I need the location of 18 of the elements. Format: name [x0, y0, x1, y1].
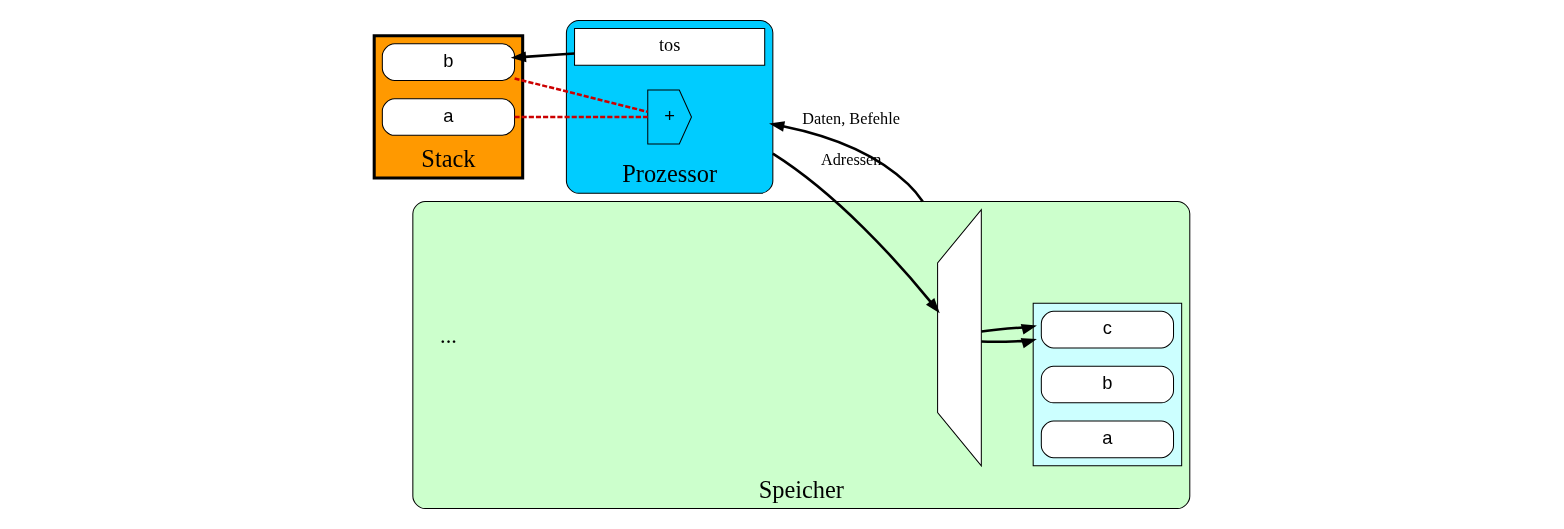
- arrow: [510, 51, 575, 63]
- label: ...: [440, 323, 457, 349]
- arrow: [981, 338, 1037, 349]
- connector: [514, 115, 648, 119]
- node-box: tos: [574, 28, 766, 66]
- connector: [514, 77, 649, 114]
- cluster: [1032, 302, 1183, 467]
- arrow: [772, 152, 940, 314]
- node-trapezoid: [937, 208, 982, 468]
- arrow: [981, 324, 1037, 335]
- edge-label: Daten, Befehle: [802, 109, 900, 128]
- node-box: a: [381, 98, 516, 136]
- edge-label: Adressen: [820, 150, 882, 169]
- node-box: c: [1040, 310, 1175, 349]
- node-box: b: [381, 43, 516, 81]
- arrow: [769, 121, 924, 203]
- node-box: b: [1040, 365, 1175, 404]
- node-box: a: [1040, 420, 1175, 459]
